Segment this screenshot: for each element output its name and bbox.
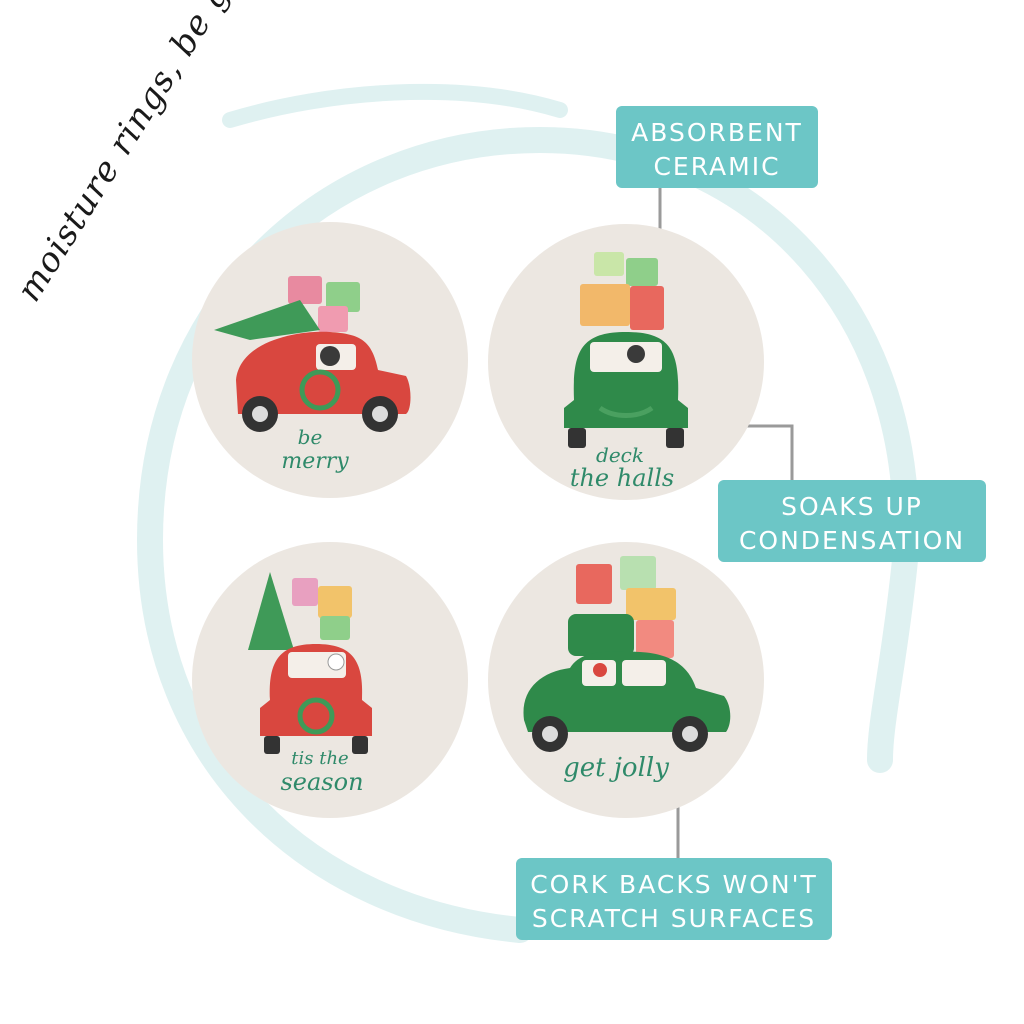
coaster-caption-line1: deck (596, 443, 644, 467)
coaster-caption-line2: the halls (570, 464, 674, 492)
coaster-caption-line1: get jolly (563, 753, 669, 783)
swirl-tail (222, 83, 568, 128)
callout-line: SCRATCH SURFACES (531, 904, 817, 933)
coaster-deck-the-halls: deck the halls (488, 224, 764, 500)
callout-line: SOAKS UP (781, 492, 923, 521)
coaster-caption-line1: tis the (291, 748, 348, 769)
callout-cork-backs: CORK BACKS WON'T SCRATCH SURFACES (516, 858, 832, 940)
callout-soaks-up-condensation: SOAKS UP CONDENSATION (718, 480, 986, 562)
coaster-caption-line2: merry (281, 449, 349, 474)
callout-line: ABSORBENT (631, 118, 803, 147)
callout-line: CERAMIC (653, 152, 781, 181)
coaster-tis-the-season: tis the season (192, 542, 468, 818)
coaster-caption-line1: be (298, 425, 323, 449)
coaster-get-jolly: get jolly (488, 542, 764, 818)
coaster-be-merry: be merry (192, 222, 468, 498)
callout-line: CORK BACKS WON'T (530, 870, 818, 899)
callout-absorbent-ceramic: ABSORBENT CERAMIC (616, 106, 818, 188)
coaster-caption-line2: season (280, 768, 363, 796)
callout-line: CONDENSATION (738, 526, 966, 555)
